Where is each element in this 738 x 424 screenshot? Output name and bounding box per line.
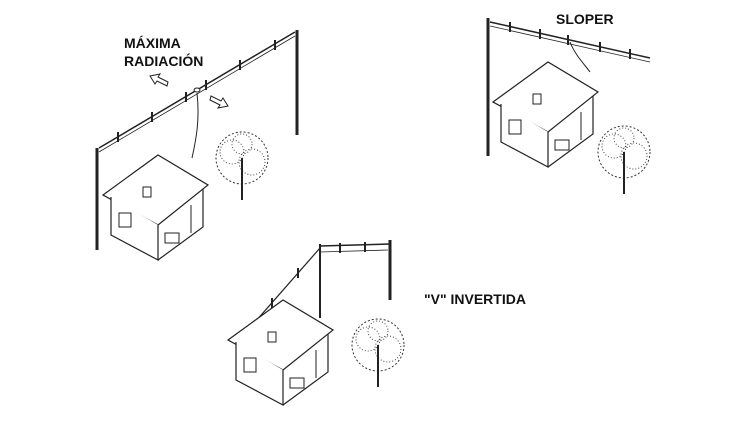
house — [102, 154, 209, 261]
radiation-arrow-left — [149, 73, 169, 87]
house — [492, 61, 599, 168]
house — [227, 299, 334, 406]
tree — [597, 125, 651, 195]
dipole-antenna — [95, 30, 299, 261]
tree — [351, 318, 405, 388]
feedline — [191, 92, 199, 159]
radiation-arrow-right — [209, 95, 229, 109]
sloper-wire — [489, 21, 651, 59]
label-sloper: SLOPER — [556, 11, 614, 27]
label-radiacion: RADIACIÓN — [124, 53, 204, 69]
tree — [215, 131, 269, 201]
sloper-antenna — [486, 18, 651, 195]
label-maxima: MÁXIMA — [124, 35, 181, 51]
inverted-v-antenna — [227, 240, 405, 406]
label-inverted-v: "V" INVERTIDA — [424, 291, 526, 307]
